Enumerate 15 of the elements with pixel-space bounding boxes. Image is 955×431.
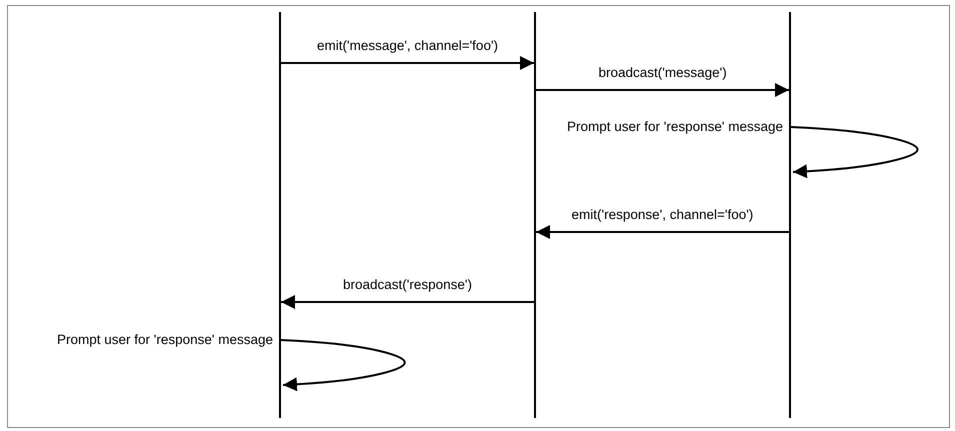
lifeline [789,12,791,418]
arrow [281,295,534,309]
arrow [790,126,918,178]
edge-label: emit('response', channel='foo') [570,207,756,223]
arrow [536,83,789,97]
edge-label: emit('message', channel='foo') [315,38,500,54]
arrow [280,339,406,392]
edge-label: broadcast('response') [341,277,474,293]
lifeline [279,12,281,418]
edge-label: Prompt user for 'response' message [565,119,785,135]
edge-label: Prompt user for 'response' message [55,332,275,348]
arrow [536,225,789,239]
edge-label: broadcast('message') [596,65,729,81]
lifeline [534,12,536,418]
arrow [281,56,534,70]
